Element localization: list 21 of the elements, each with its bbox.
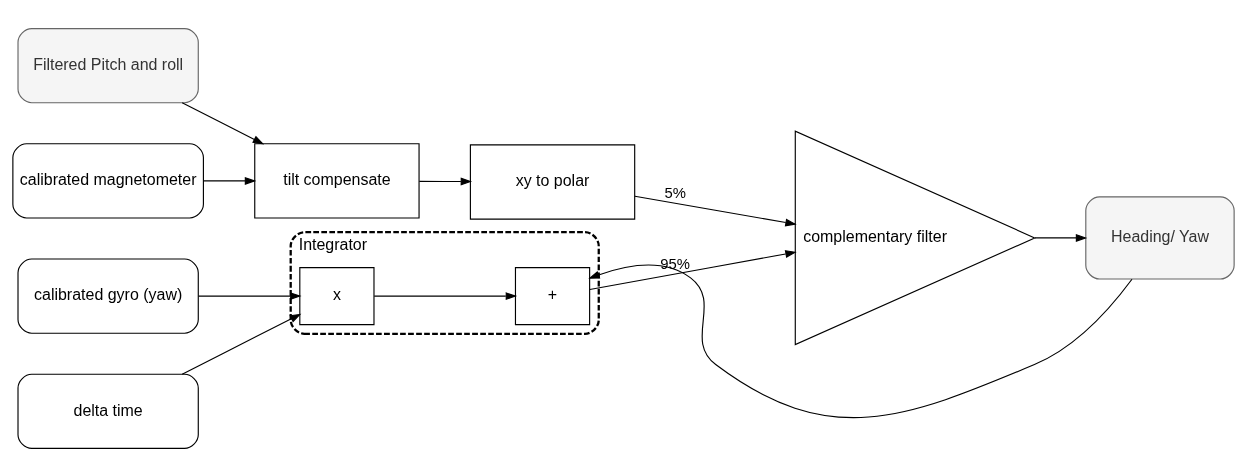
node-box: Filtered Pitch and roll — [17, 27, 199, 103]
node-box: tilt compensate — [254, 142, 420, 219]
edge-label: 95% — [660, 255, 691, 272]
arrow — [418, 177, 473, 186]
node-box: + — [514, 266, 591, 325]
arrow — [203, 176, 257, 185]
arrow — [197, 291, 302, 300]
node-box: x — [299, 266, 375, 325]
node-box: delta time — [17, 373, 199, 449]
arrow — [589, 249, 797, 290]
arrow — [588, 264, 1133, 418]
arrow — [373, 291, 518, 300]
arrow — [1034, 233, 1088, 242]
node-box: calibrated gyro (yaw) — [17, 257, 199, 334]
node-box: xy to polar — [469, 143, 636, 220]
edge-label: 5% — [664, 184, 686, 201]
arrow — [181, 313, 302, 375]
node-box: calibrated magnetometer — [12, 142, 204, 219]
node-box: Heading/ Yaw — [1085, 195, 1235, 280]
arrow — [181, 101, 265, 144]
arrow — [634, 195, 797, 226]
